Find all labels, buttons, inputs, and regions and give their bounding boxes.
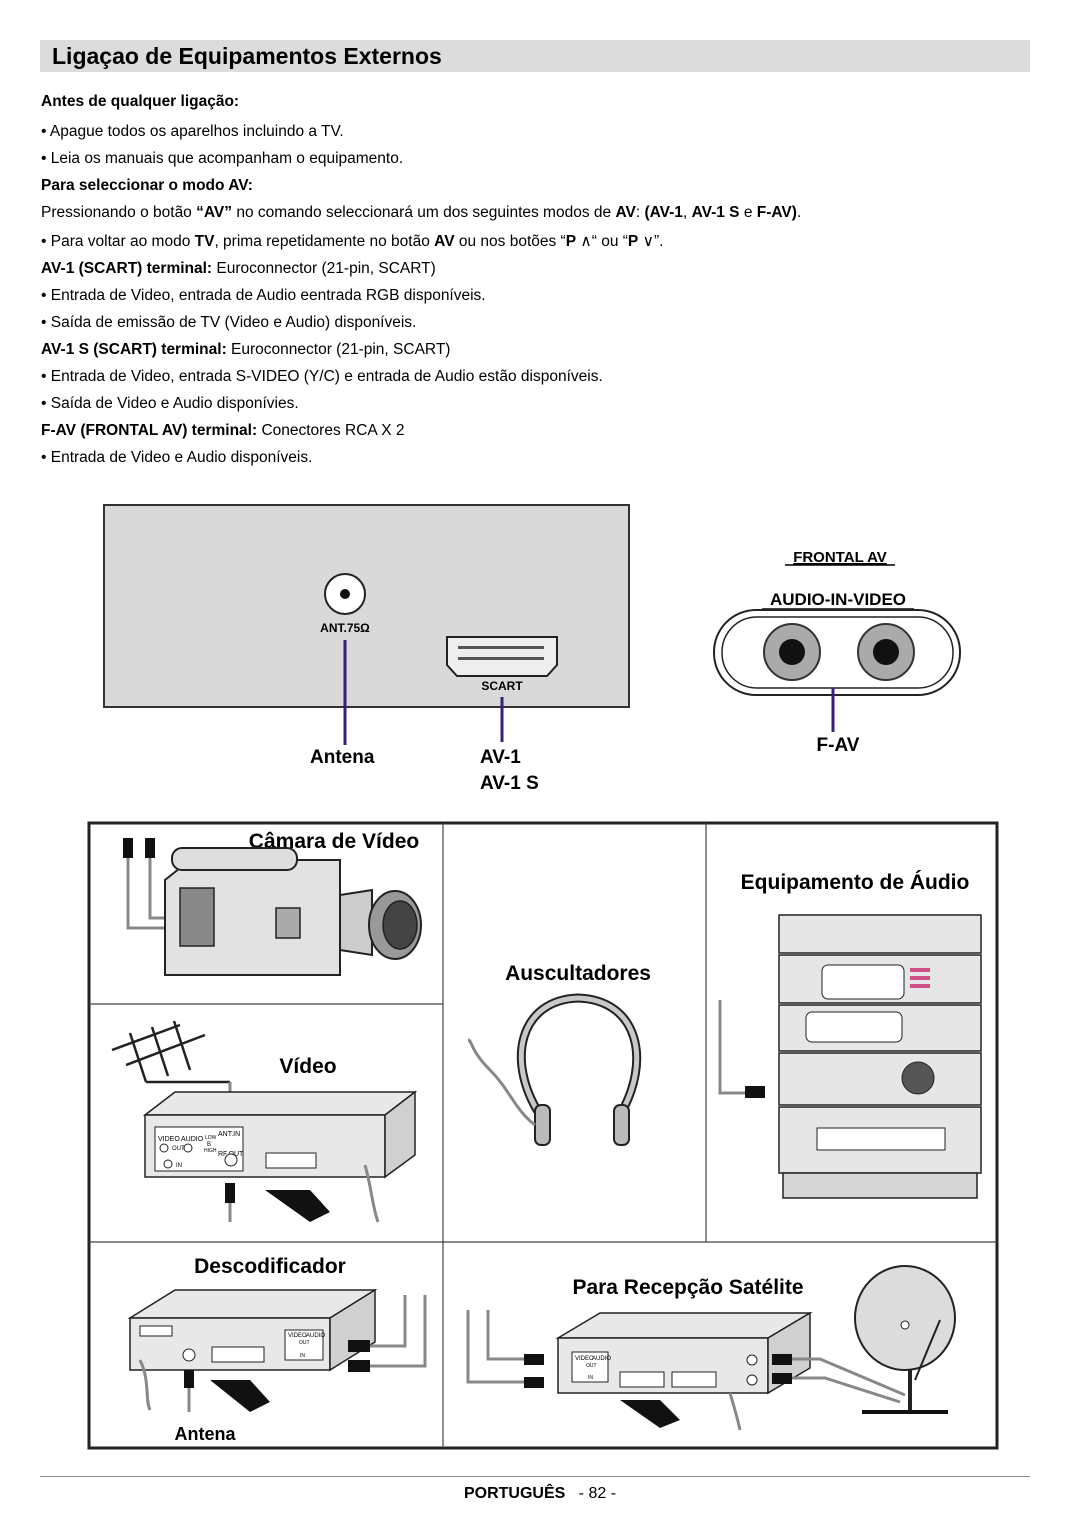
text: AV-1 S: [691, 204, 740, 221]
video-caption: Vídeo: [279, 1055, 336, 1078]
av1-caption: AV-1: [480, 747, 521, 768]
bullet-text: • Leia os manuais que acompanham o equip…: [41, 150, 404, 167]
text: ,: [682, 204, 692, 221]
chevron-down-icon: ∨: [642, 233, 654, 250]
antena-caption: Antena: [310, 747, 375, 768]
text: P: [565, 233, 577, 250]
ant-label: ANT.75Ω: [320, 621, 370, 635]
av-mode-paragraph: Pressionando o botão “AV” no comando sel…: [41, 203, 801, 223]
text: ou nos botões “: [454, 233, 566, 250]
bullet-text: • Entrada de Video e Audio disponíveis.: [41, 449, 313, 466]
camera-caption: Câmara de Vídeo: [249, 830, 419, 853]
text: P: [627, 233, 639, 250]
fav-caption: F-AV: [817, 735, 860, 756]
text: • Para voltar ao modo: [41, 233, 195, 250]
section-heading: Para seleccionar o modo AV:: [41, 177, 253, 194]
terminal-label: AV-1 S (SCART) terminal:: [41, 341, 227, 358]
vcr-low-label: LOW: [205, 1135, 217, 1141]
audio-in-video-label: AUDIO-IN-VIDEO: [770, 590, 906, 609]
section-heading: Antes de qualquer ligação:: [41, 93, 240, 110]
decoder-in-label: IN: [300, 1353, 305, 1359]
satellite-receiver-icon: VIDEO AUDIO OUT IN: [466, 1265, 956, 1431]
text: AV: [615, 204, 636, 221]
av1s-caption: AV-1 S: [480, 773, 539, 794]
vcr-audio-label: AUDIO: [181, 1136, 204, 1143]
antena-decoder-caption: Antena: [174, 1424, 236, 1444]
text: e: [739, 204, 757, 221]
terminal-desc: Conectores RCA X 2: [257, 422, 405, 439]
frontal-av-panel-inner: [721, 616, 954, 689]
terminal-desc: Euroconnector (21-pin, SCART): [226, 341, 451, 358]
text: ”.: [653, 233, 664, 250]
satellite-video-label: VIDEO: [575, 1356, 594, 1362]
camcorder-icon: [123, 838, 422, 976]
terminal-heading: AV-1 (SCART) terminal: Euroconnector (21…: [41, 259, 436, 279]
page-title: Ligaçao de Equipamentos Externos: [52, 43, 442, 69]
text: F-AV): [756, 204, 797, 221]
text: “ ou “: [591, 233, 628, 250]
text: AV: [434, 233, 455, 250]
headphones-icon: [467, 993, 642, 1146]
text: , prima repetidamente no botão: [214, 233, 435, 250]
vcr-in-label: IN: [176, 1163, 182, 1169]
footer-rule: [40, 1476, 1030, 1477]
satellite-in-label: IN: [588, 1375, 593, 1381]
frontal-av-panel: [713, 609, 961, 696]
decoder-icon: VIDEO AUDIO OUT IN: [127, 1288, 427, 1412]
text: (AV-1: [644, 204, 683, 221]
page-number: - 82 -: [578, 1485, 617, 1502]
decoder-video-label: VIDEO: [288, 1333, 307, 1339]
audio-jack-hole: [779, 639, 805, 665]
vcr-b-label: B: [207, 1142, 211, 1148]
vcr-out-label: OUT: [172, 1146, 185, 1152]
decoder-audio-label: AUDIO: [306, 1333, 325, 1339]
bullet-text: • Apague todos os aparelhos incluindo a …: [41, 123, 344, 140]
decoder-caption: Descodificador: [194, 1255, 346, 1278]
bullet-text: • Entrada de Video, entrada S-VIDEO (Y/C…: [41, 368, 603, 385]
terminal-heading: F-AV (FRONTAL AV) terminal: Conectores R…: [41, 421, 404, 441]
text: Pressionando o botão: [41, 204, 197, 221]
bullet-text: • Entrada de Video, entrada de Audio een…: [41, 287, 486, 304]
terminal-heading: AV-1 S (SCART) terminal: Euroconnector (…: [41, 340, 450, 360]
satellite-caption: Para Recepção Satélite: [572, 1276, 803, 1299]
scart-socket-icon: [446, 636, 558, 677]
text: no comando seleccionará um dos seguintes…: [232, 204, 616, 221]
av-return-bullet: • Para voltar ao modo TV, prima repetida…: [41, 232, 663, 252]
tv-back-panel: [103, 504, 630, 708]
bullet-text: • Saída de emissão de TV (Video e Audio)…: [41, 314, 417, 331]
terminal-desc: Euroconnector (21-pin, SCART): [212, 260, 436, 277]
text: :: [635, 204, 645, 221]
satellite-audio-label: AUDIO: [592, 1356, 611, 1362]
vcr-high-label: HIGH: [204, 1148, 217, 1154]
audio-equipment-caption: Equipamento de Áudio: [741, 871, 970, 894]
footer: PORTUGUÊS - 82 -: [0, 1484, 1080, 1504]
terminal-label: F-AV (FRONTAL AV) terminal:: [41, 422, 258, 439]
vcr-ant-in-label: ANT.IN: [218, 1131, 240, 1138]
video-jack-hole: [873, 639, 899, 665]
stereo-system-icon: [718, 914, 982, 1199]
scart-pins: [458, 646, 544, 660]
bullet-text: • Saída de Video e Audio disponívies.: [41, 395, 299, 412]
text: .: [796, 204, 802, 221]
terminal-label: AV-1 (SCART) terminal:: [41, 260, 213, 277]
vcr-video-label: VIDEO: [158, 1136, 180, 1143]
text: TV: [194, 233, 215, 250]
decoder-out-label: OUT: [299, 1340, 310, 1346]
headphones-caption: Auscultadores: [505, 962, 651, 985]
antenna-socket-pin: [340, 589, 350, 599]
satellite-out-label: OUT: [586, 1363, 597, 1369]
frontal-av-title: FRONTAL AV: [793, 549, 887, 566]
text: “AV”: [196, 204, 233, 221]
title-bar: [40, 40, 1030, 72]
footer-language: PORTUGUÊS: [463, 1485, 566, 1502]
vcr-icon: VIDEO AUDIO ANT.IN RF.OUT OUT IN LOW B H…: [111, 1020, 418, 1223]
chevron-up-icon: ∧: [580, 233, 592, 250]
scart-label: SCART: [481, 679, 523, 693]
